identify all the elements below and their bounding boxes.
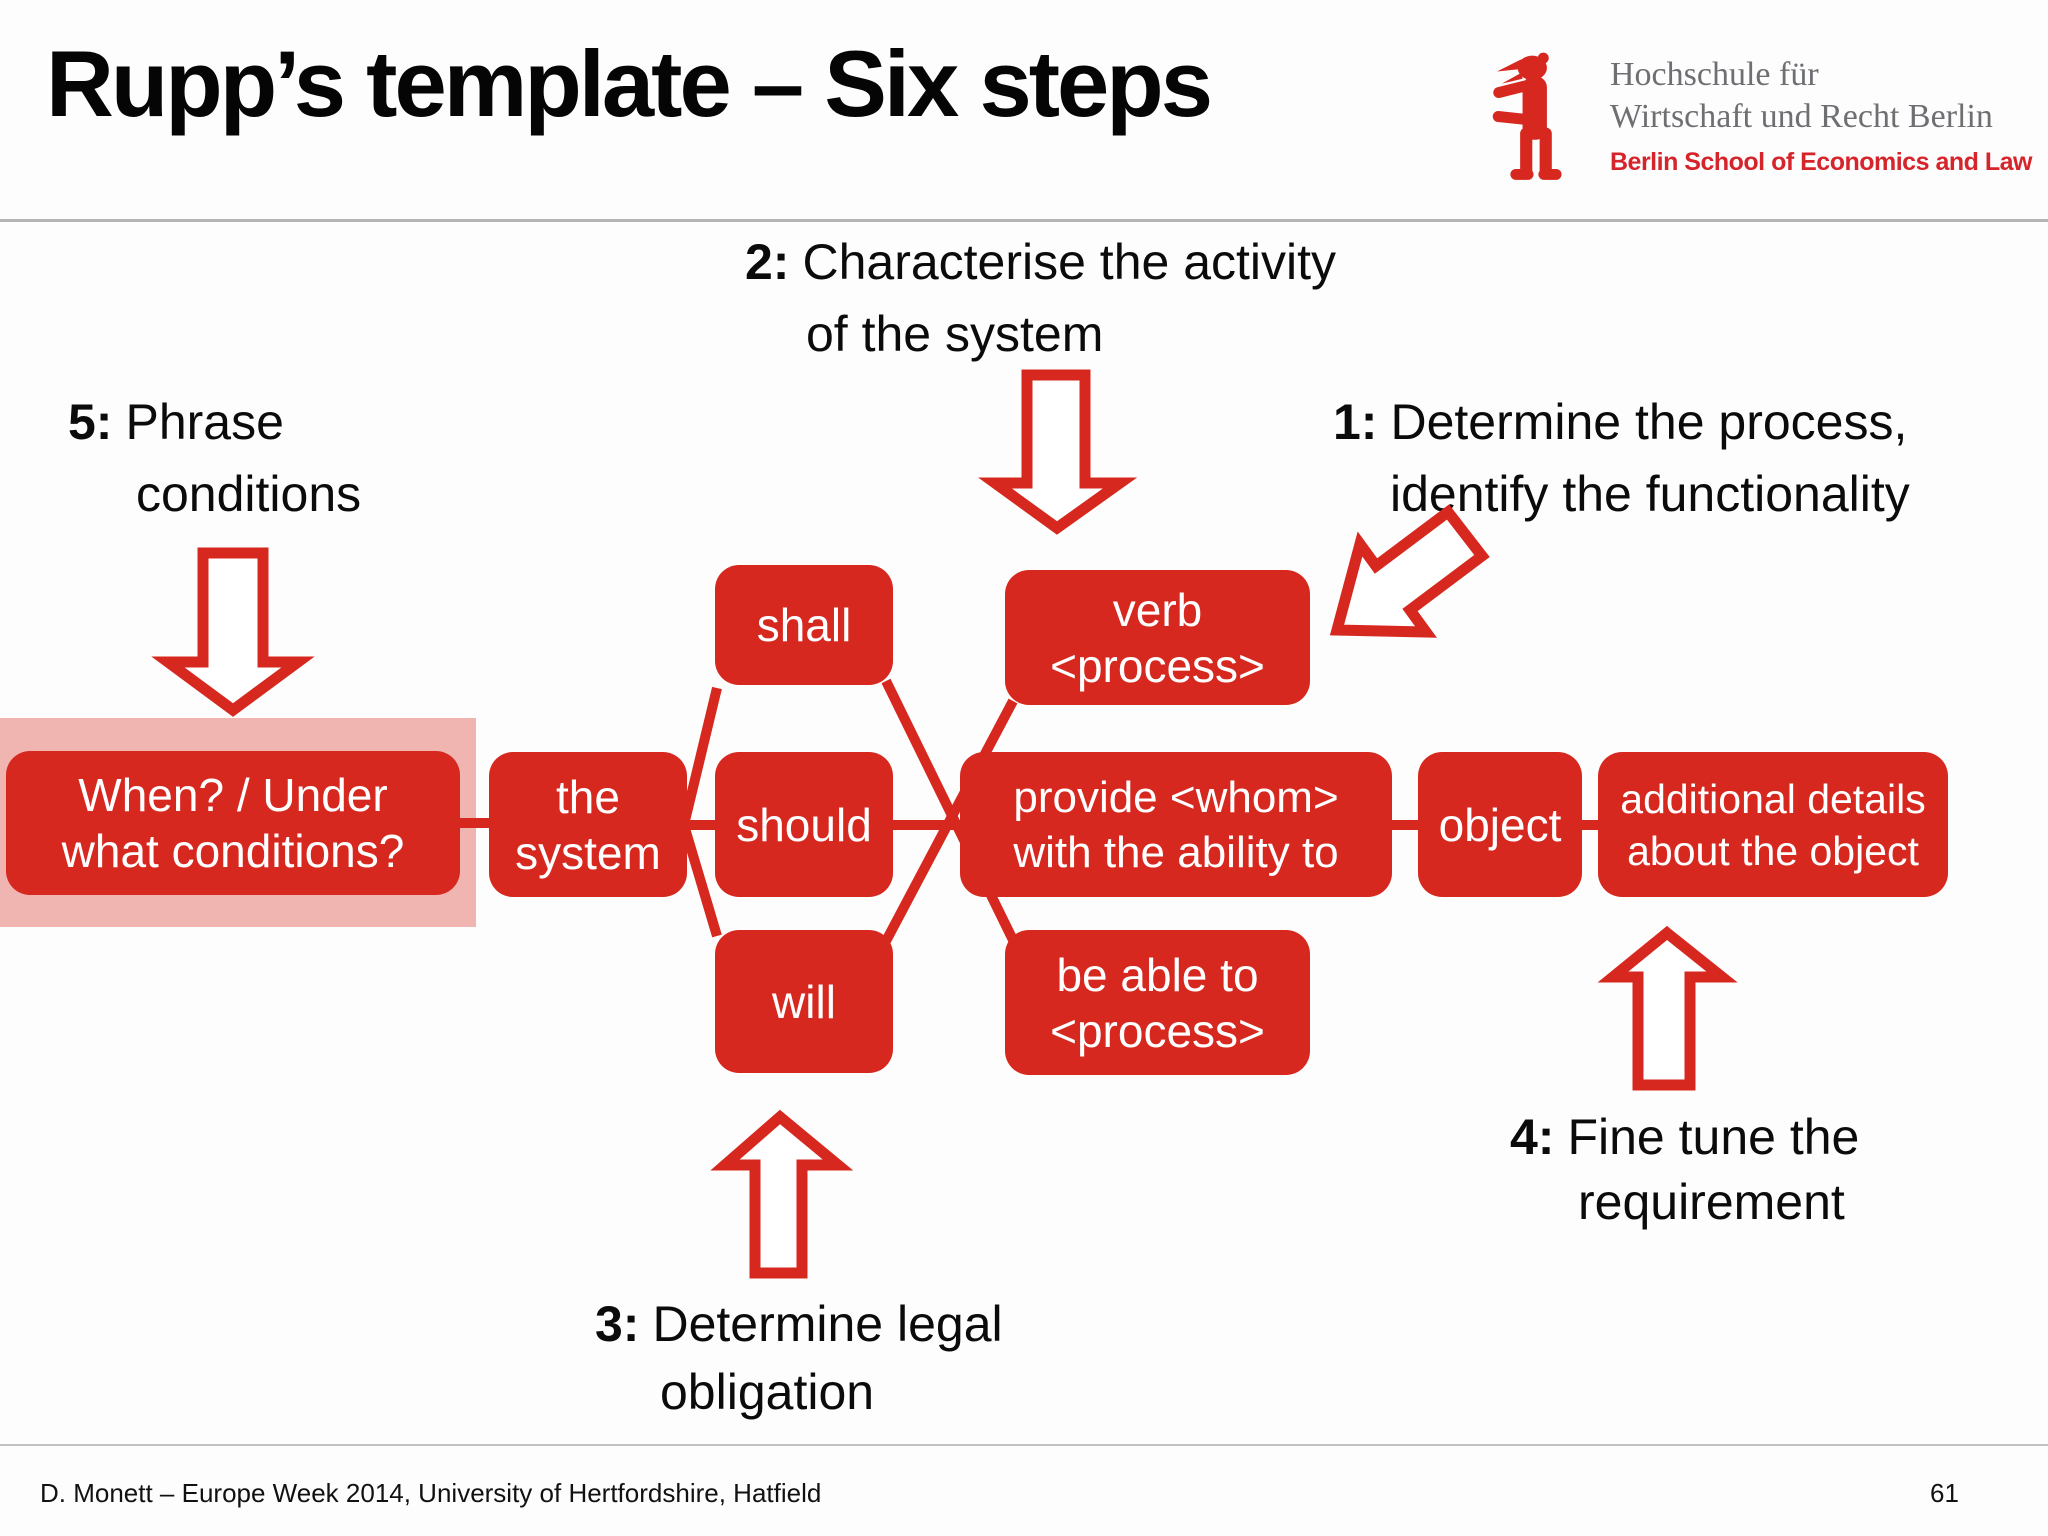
logo-name-line2: Wirtschaft und Recht Berlin xyxy=(1610,98,1993,135)
annotation-step3-line1: 3:Determine legal xyxy=(595,1296,1003,1352)
box-object: object xyxy=(1418,752,1582,897)
annotation-step2-line1: 2:Characterise the activity xyxy=(745,234,1337,290)
annotation-step5-line1: 5:Phrase xyxy=(68,394,284,450)
annotation-step5-line2: conditions xyxy=(136,466,362,522)
annotation-step2-line2: of the system xyxy=(806,306,1104,362)
footer-credit: D. Monett – Europe Week 2014, University… xyxy=(40,1478,822,1508)
box-provide-whom-ability: provide <whom> with the ability to xyxy=(960,752,1392,897)
block-arrow-down-icon xyxy=(151,547,315,717)
box-shall: shall xyxy=(715,565,893,685)
box-verb-process: verb <process> xyxy=(1005,570,1310,705)
box-be-able-to-process: be able to <process> xyxy=(1005,930,1310,1075)
page-number: 61 xyxy=(1930,1478,1959,1508)
annotation-step3-line2: obligation xyxy=(660,1364,875,1420)
slide-title: Rupp’s template – Six steps xyxy=(46,31,1213,136)
box-additional-details: additional details about the object xyxy=(1598,752,1948,897)
annotation-step1-line1: 1:Determine the process, xyxy=(1333,394,1908,450)
block-arrow-down-left-icon xyxy=(1329,504,1490,638)
berlin-bear-icon xyxy=(1492,52,1562,180)
block-arrow-up-icon xyxy=(1597,925,1738,1091)
header-divider xyxy=(0,219,2048,222)
annotation-step4-line1: 4:Fine tune the xyxy=(1510,1109,1860,1165)
box-when-conditions: When? / Under what conditions? xyxy=(6,751,460,895)
annotation-step1-line2: identify the functionality xyxy=(1390,466,1910,522)
box-the-system: the system xyxy=(489,752,687,897)
logo-name-line1: Hochschule für xyxy=(1610,56,1819,93)
university-logo: Hochschule für Wirtschaft und Recht Berl… xyxy=(1488,50,2032,195)
logo-subtitle: Berlin School of Economics and Law xyxy=(1610,148,2032,176)
box-will: will xyxy=(715,930,893,1073)
box-should: should xyxy=(715,752,893,897)
annotation-step4-line2: requirement xyxy=(1578,1174,1845,1230)
footer-divider xyxy=(0,1444,2048,1446)
block-arrow-up-icon xyxy=(710,1109,854,1279)
block-arrow-down-icon xyxy=(978,369,1138,535)
